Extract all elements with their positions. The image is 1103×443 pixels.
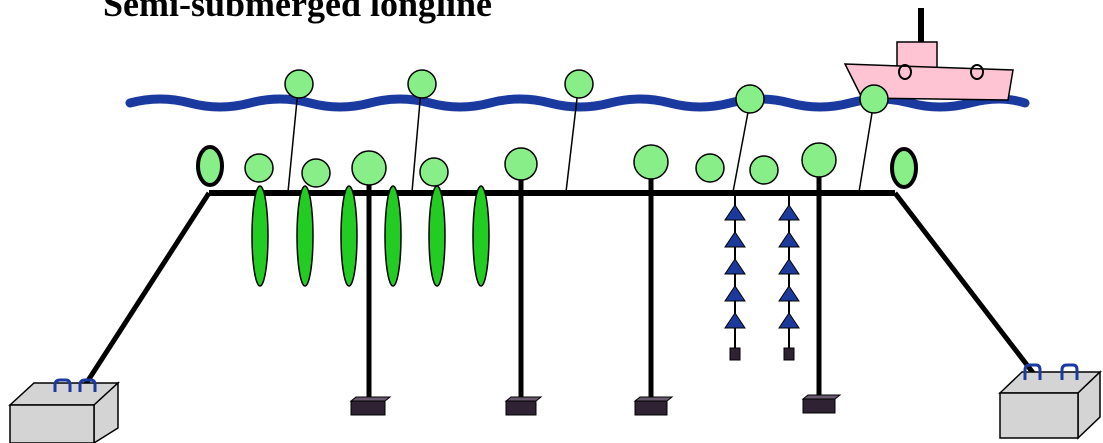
- oyster-string-icon: [778, 193, 800, 361]
- subsurface-float-icon: [633, 144, 669, 180]
- subsurface-float-icon: [351, 150, 387, 186]
- mooring-lines: [77, 191, 1039, 395]
- kelp-strand-icon: [428, 185, 446, 287]
- oyster-strings: [724, 193, 800, 361]
- mooring-line-right: [893, 191, 1039, 380]
- kelp-strand-icon: [340, 185, 358, 287]
- tether-line: [858, 106, 874, 193]
- dropper-weight-icon: [349, 396, 392, 416]
- subsurface-float-icon: [244, 153, 274, 183]
- kelp-strand-icon: [251, 185, 269, 287]
- subsurface-float-icon: [801, 142, 837, 178]
- subsurface-float-icon: [504, 147, 538, 181]
- dropper-weight-icon: [633, 396, 674, 416]
- surface-float-icon: [735, 84, 765, 114]
- dropper-lines: [366, 175, 822, 402]
- end-buoy-icon: [890, 147, 918, 189]
- tether-line: [732, 106, 750, 193]
- subsurface-float-icon: [301, 158, 331, 188]
- diagram-title: Semi-submerged longline: [103, 0, 493, 24]
- subsurface-float-icon: [749, 155, 779, 185]
- kelp-strand-icon: [384, 185, 402, 287]
- surface-float-icon: [859, 84, 889, 114]
- kelp-strand-icon: [296, 185, 314, 287]
- subsurface-floats: [244, 142, 837, 188]
- subsurface-float-icon: [419, 157, 449, 187]
- end-buoy-icon: [196, 145, 224, 187]
- end-buoys: [196, 145, 918, 189]
- surface-float-icon: [284, 69, 314, 99]
- mooring-line-left: [77, 191, 212, 395]
- surface-floats: [284, 69, 889, 114]
- surface-float-icon: [564, 69, 594, 99]
- subsurface-float-icon: [695, 153, 725, 183]
- dropper-weight-icon: [801, 394, 842, 414]
- tether-line: [287, 89, 299, 193]
- dropper-weight-icon: [504, 396, 543, 416]
- tether-line: [565, 89, 579, 193]
- tether-line: [411, 89, 422, 193]
- anchor-block-icon: [8, 378, 120, 443]
- surface-float-tethers: [287, 89, 874, 193]
- anchor-block-icon: [998, 363, 1102, 440]
- dropper-weights: [349, 394, 842, 416]
- boat-icon: [843, 8, 1014, 101]
- kelp-strand-icon: [472, 185, 490, 287]
- surface-float-icon: [407, 69, 437, 99]
- oyster-string-icon: [724, 193, 746, 361]
